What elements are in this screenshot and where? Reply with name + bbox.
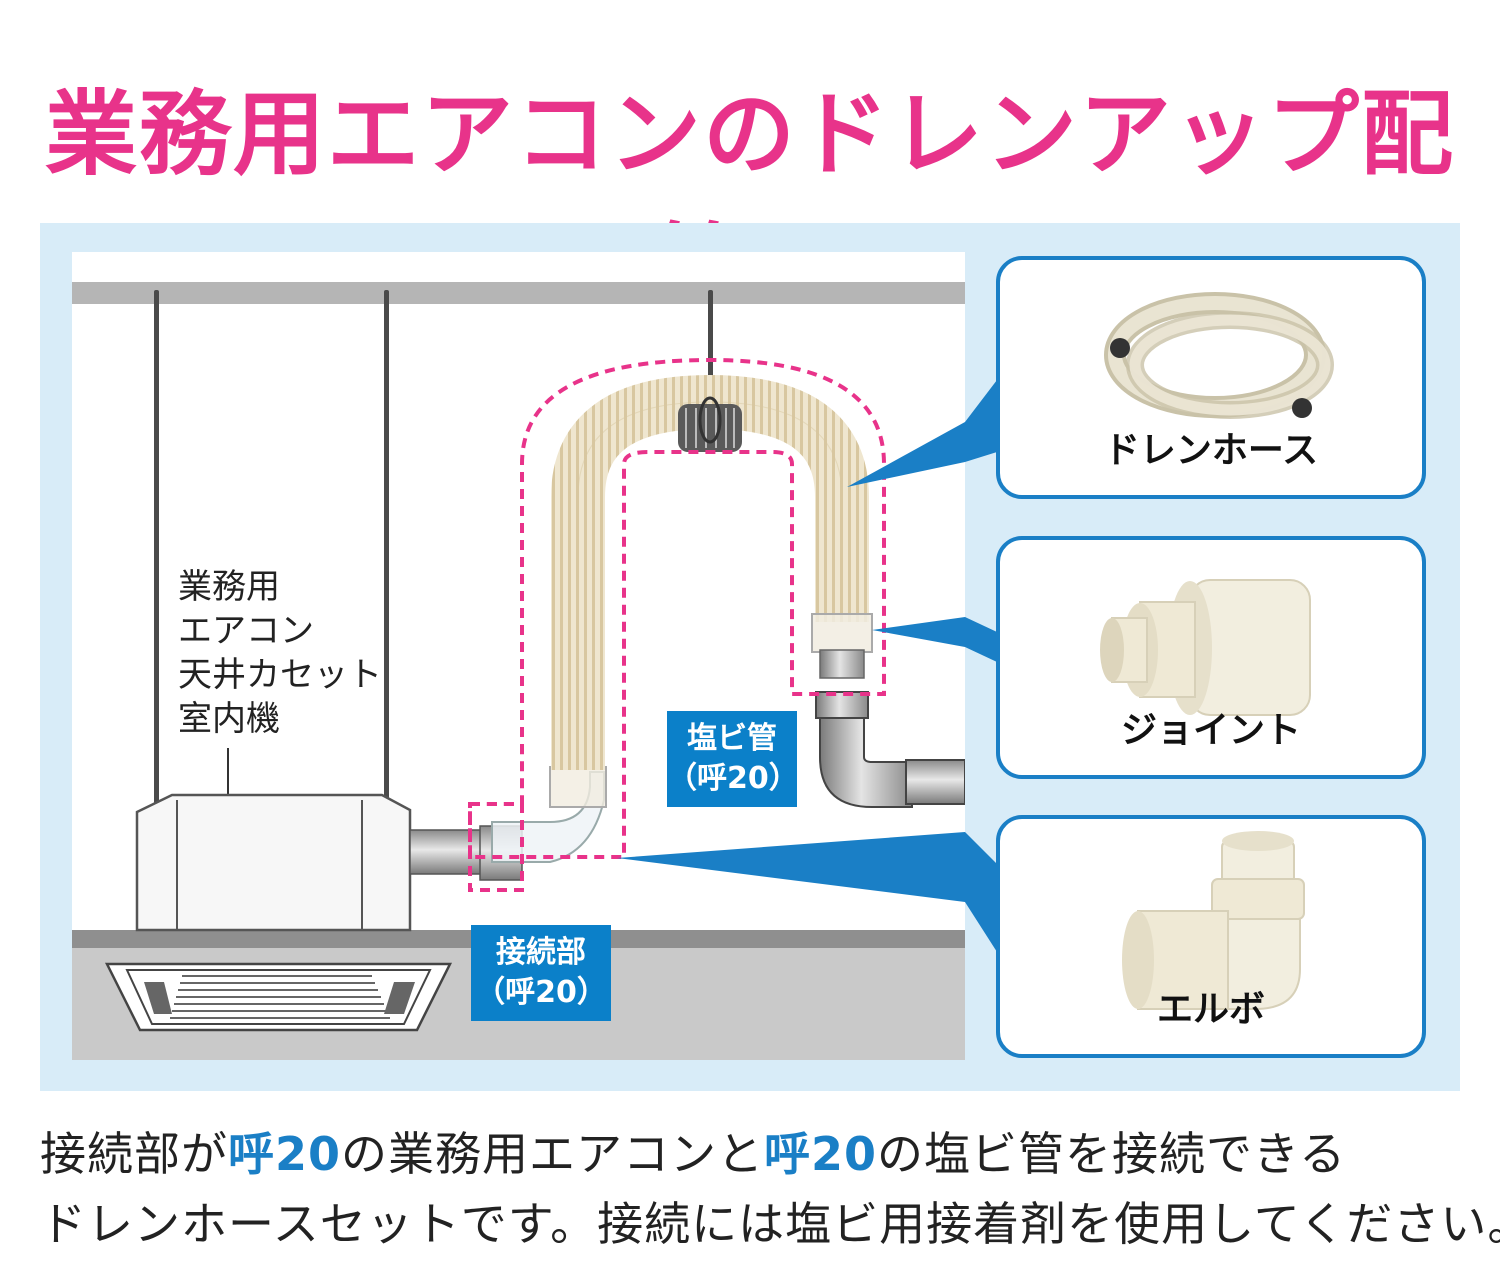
product-label: ジョイント [1120,710,1301,751]
pvc-pipe [905,759,965,805]
product-label: エルボ [1156,989,1265,1030]
desc-highlight: 呼20 [228,1127,342,1181]
elbow-fitting-icon [1122,831,1305,1010]
callout-wedge [872,617,965,647]
unit-label-line: 室内機 [178,699,280,739]
elbow-socket [549,766,607,808]
joint-fitting-icon [1100,579,1311,716]
connection-tag-line1: 接続部 [496,935,586,970]
coiled-hose-icon [1104,292,1334,419]
grille-slats [170,975,390,1019]
indoor-unit-body [135,793,412,932]
unit-label-line: エアコン [178,611,314,651]
hanging-band [678,404,742,452]
dashed-outline-hose [468,357,886,859]
hanging-rod [154,290,159,860]
description-line-2: ドレンホースセットです。接続には塩ビ用接着剤を使用してください。 [40,1197,1500,1251]
product-card-joint: ジョイント [996,536,1426,779]
desc-text: 接続部が [40,1127,228,1181]
connection-tag-line2: （呼20） [475,975,607,1010]
description-line-1: 接続部が呼20の業務用エアコンと呼20の塩ビ管を接続できる [40,1118,1480,1184]
product-card-elbow: エルボ [996,815,1426,1058]
desc-text: の塩ビ管を接続できる [877,1127,1347,1181]
callout-wedge [847,422,965,487]
ceiling-slab [72,282,965,304]
unit-label-line: 業務用 [178,567,280,607]
indoor-unit-label: 業務用 エアコン 天井カセット 室内機 [178,565,382,741]
pvc-pipe-tag: 塩ビ管 （呼20） [667,711,799,807]
joint-spigot [819,649,865,679]
connection-tag: 接続部 （呼20） [471,925,611,1021]
pvc-elbow [819,699,913,808]
hanging-rod [384,290,389,860]
pvc-tag-line1: 塩ビ管 [687,721,777,756]
joint-fitting [811,613,873,653]
desc-text: の業務用エアコンと [341,1127,765,1181]
label-leader [227,748,229,794]
desc-highlight: 呼20 [764,1127,878,1181]
callout-wedge [617,832,965,902]
pvc-tag-line2: （呼20） [667,761,799,796]
dashed-outline-connection [468,802,524,892]
product-card-drain-hose: ドレンホース [996,256,1426,499]
product-label: ドレンホース [1103,430,1319,471]
callout-wedge-gap [965,380,997,952]
unit-label-line: 天井カセット [178,655,382,695]
